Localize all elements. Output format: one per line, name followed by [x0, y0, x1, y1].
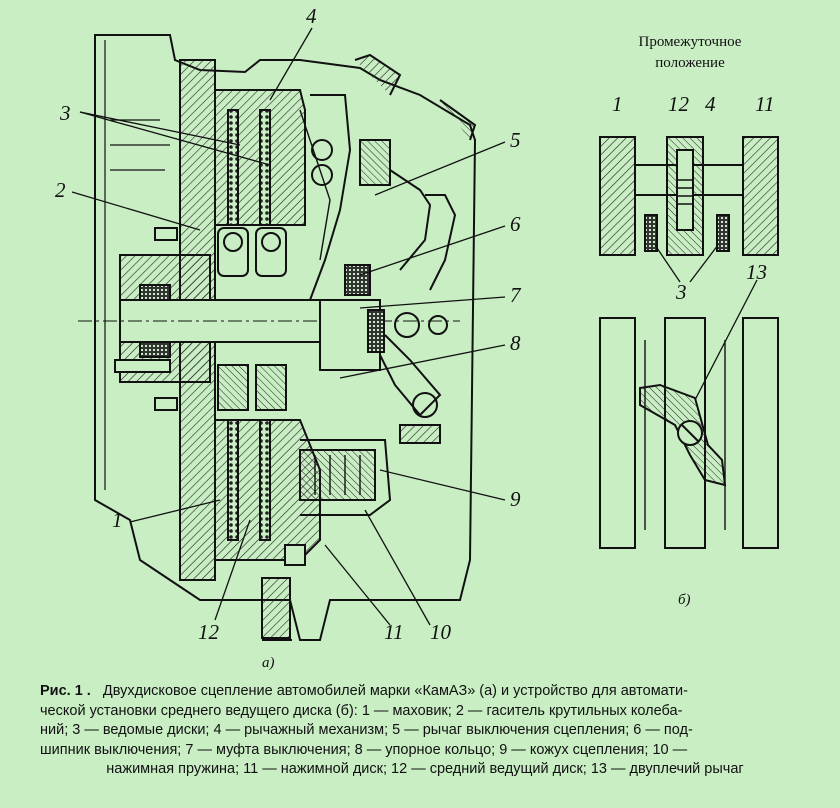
detail-callout-3: 3: [676, 280, 687, 304]
callout-4: 4: [306, 4, 317, 28]
detail-view-label: б): [678, 592, 691, 608]
main-view-label: а): [262, 655, 275, 671]
callout-2: 2: [55, 178, 66, 202]
caption-line-3: ний; 3 — ведомые диски; 4 — рычажный мех…: [40, 722, 693, 738]
callout-11: 11: [384, 620, 404, 644]
caption-line-2-text: ческой установки среднего ведущего диска…: [40, 702, 362, 719]
callout-7: 7: [510, 283, 521, 307]
leader-lines: [71, 27, 506, 626]
caption-line-5: нажимная пружина; 11 — нажимной диск; 12…: [106, 761, 744, 777]
caption-item-damper: 2 — гаситель крутильных колеба-: [455, 702, 683, 719]
detail-title: Промежуточное положение: [600, 32, 780, 74]
callout-9: 9: [510, 487, 521, 511]
caption-item-flywheel: 1 — маховик;: [361, 702, 456, 719]
caption-line-1-text: Двухдисковое сцепление автомобилей марки…: [102, 683, 688, 699]
callout-5: 5: [510, 128, 521, 152]
figure-caption: Рис. 1 . Двухдисковое сцепление автомоби…: [40, 682, 810, 780]
detail-leader-lines: [654, 244, 758, 401]
callout-8: 8: [510, 331, 521, 355]
callout-6: 6: [510, 212, 521, 236]
main-view: [78, 34, 477, 641]
detail-callout-1: 1: [612, 92, 623, 116]
callout-3: 3: [60, 101, 71, 125]
callout-12: 12: [198, 620, 219, 644]
caption-figure-number: Рис. 1 .: [40, 683, 91, 699]
detail-callout-13: 13: [746, 260, 767, 284]
detail-view: [599, 136, 779, 549]
callout-10: 10: [430, 620, 451, 644]
caption-line-4: шипник выключения; 7 — муфта выключения;…: [40, 741, 688, 758]
detail-callout-4: 4: [705, 92, 716, 116]
detail-title-line1: Промежуточное: [638, 34, 742, 50]
detail-title-line2: положение: [655, 55, 725, 71]
detail-callout-12: 12: [668, 92, 689, 116]
detail-callout-11: 11: [755, 92, 775, 116]
caption-line-2: ческой установки среднего ведущего диска…: [40, 702, 810, 722]
callout-1: 1: [112, 508, 123, 532]
caption-line-1: Рис. 1 . Двухдисковое сцепление автомоби…: [40, 682, 810, 702]
